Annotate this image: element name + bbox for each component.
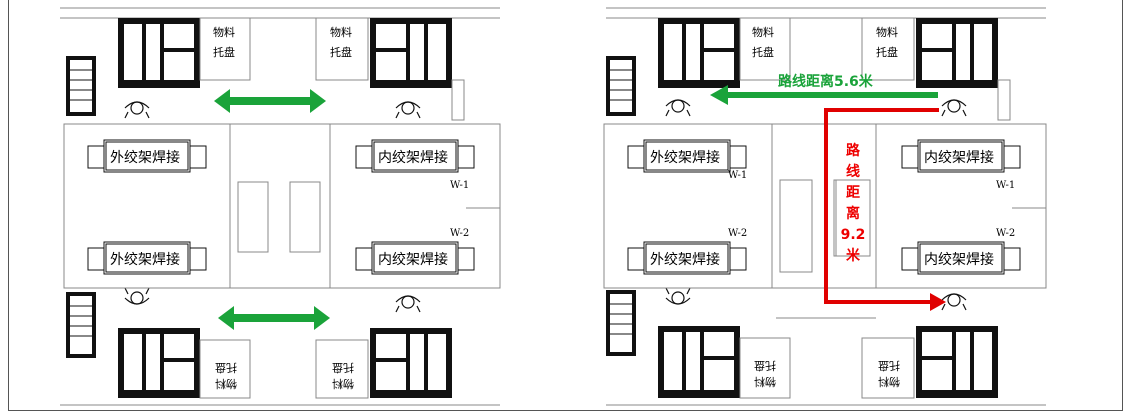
route-label-red-char: 路: [846, 142, 861, 159]
right-layout-diagram: 物料 托盘 物料 托盘 外绞架焊接: [603, 7, 1047, 406]
station-inner-top: 内绞架焊接: [901, 139, 1021, 173]
machine-bottom-right: [370, 328, 452, 398]
tray-label: 托盘: [752, 45, 774, 59]
tray-label: 物料: [876, 25, 898, 39]
machine-bottom-right: [916, 326, 998, 398]
station-label: 内绞架焊接: [378, 251, 448, 268]
station-code: W-2: [996, 228, 1015, 239]
route-label-red-char: 线: [846, 163, 860, 180]
station-code: W-1: [450, 180, 469, 191]
station-code: W-1: [728, 170, 747, 181]
tray-label: 物料: [878, 375, 900, 389]
tray-label: 物料: [754, 375, 776, 389]
station-inner-bottom: 内绞架焊接: [355, 241, 475, 275]
worker-icon: [665, 287, 691, 305]
station-label: 外绞架焊接: [650, 149, 720, 166]
tray-label: 托盘: [754, 359, 776, 373]
worker-icon: [395, 295, 421, 313]
left-layout-diagram: 物料 托盘 物料 托盘 外绞架焊接: [60, 7, 501, 406]
machine-top-left: [658, 18, 740, 88]
station-code: W-2: [728, 228, 747, 239]
image-frame: [8, 0, 1123, 411]
double-arrow-bottom: [218, 306, 330, 330]
station-label: 内绞架焊接: [924, 251, 994, 268]
machine-bottom-left: [118, 328, 200, 398]
double-arrow-top: [214, 89, 326, 113]
tray-label: 物料: [215, 377, 237, 391]
tray-label: 托盘: [332, 361, 354, 375]
worker-icon: [395, 101, 421, 119]
tray-label: 托盘: [215, 361, 237, 375]
tray-label: 物料: [330, 25, 352, 39]
station-inner-top: 内绞架焊接: [355, 139, 475, 173]
station-label: 内绞架焊接: [924, 149, 994, 166]
tray-label: 物料: [213, 25, 235, 39]
tray-label: 托盘: [330, 45, 352, 59]
tray-label: 物料: [752, 25, 774, 39]
route-label-red-char: 距: [846, 185, 860, 201]
station-code: W-2: [450, 228, 469, 239]
tray-label: 物料: [332, 377, 354, 391]
worker-icon: [665, 99, 691, 117]
station-inner-bottom: 内绞架焊接: [901, 241, 1021, 275]
station-label: 外绞架焊接: [110, 251, 180, 268]
machine-top-right: [916, 18, 998, 88]
station-label: 内绞架焊接: [378, 149, 448, 166]
machine-bottom-left: [658, 326, 740, 398]
station-outer-bottom: 外绞架焊接: [87, 241, 207, 275]
tray-label: 托盘: [878, 359, 900, 373]
tray-label: 托盘: [213, 45, 235, 59]
route-arrow-red: [824, 108, 946, 311]
station-outer-top: 外绞架焊接: [87, 139, 207, 173]
station-outer-top: 外绞架焊接: [627, 139, 747, 173]
worker-icon: [124, 287, 150, 305]
station-code: W-1: [996, 180, 1015, 191]
worker-icon: [124, 101, 150, 119]
worker-icon: [941, 293, 967, 311]
station-outer-bottom: 外绞架焊接: [627, 241, 747, 275]
machine-top-left: [118, 18, 200, 88]
route-arrow-green: [710, 85, 938, 105]
machine-top-right: [370, 18, 452, 88]
route-label-green: 路线距离5.6米: [778, 73, 874, 90]
route-label-red-char: 9.2: [841, 227, 866, 243]
route-label-red-char: 离: [846, 205, 860, 222]
station-label: 外绞架焊接: [650, 251, 720, 268]
worker-icon: [941, 99, 967, 117]
route-label-red-char: 米: [846, 247, 861, 264]
station-label: 外绞架焊接: [110, 149, 180, 166]
tray-label: 托盘: [876, 45, 898, 59]
